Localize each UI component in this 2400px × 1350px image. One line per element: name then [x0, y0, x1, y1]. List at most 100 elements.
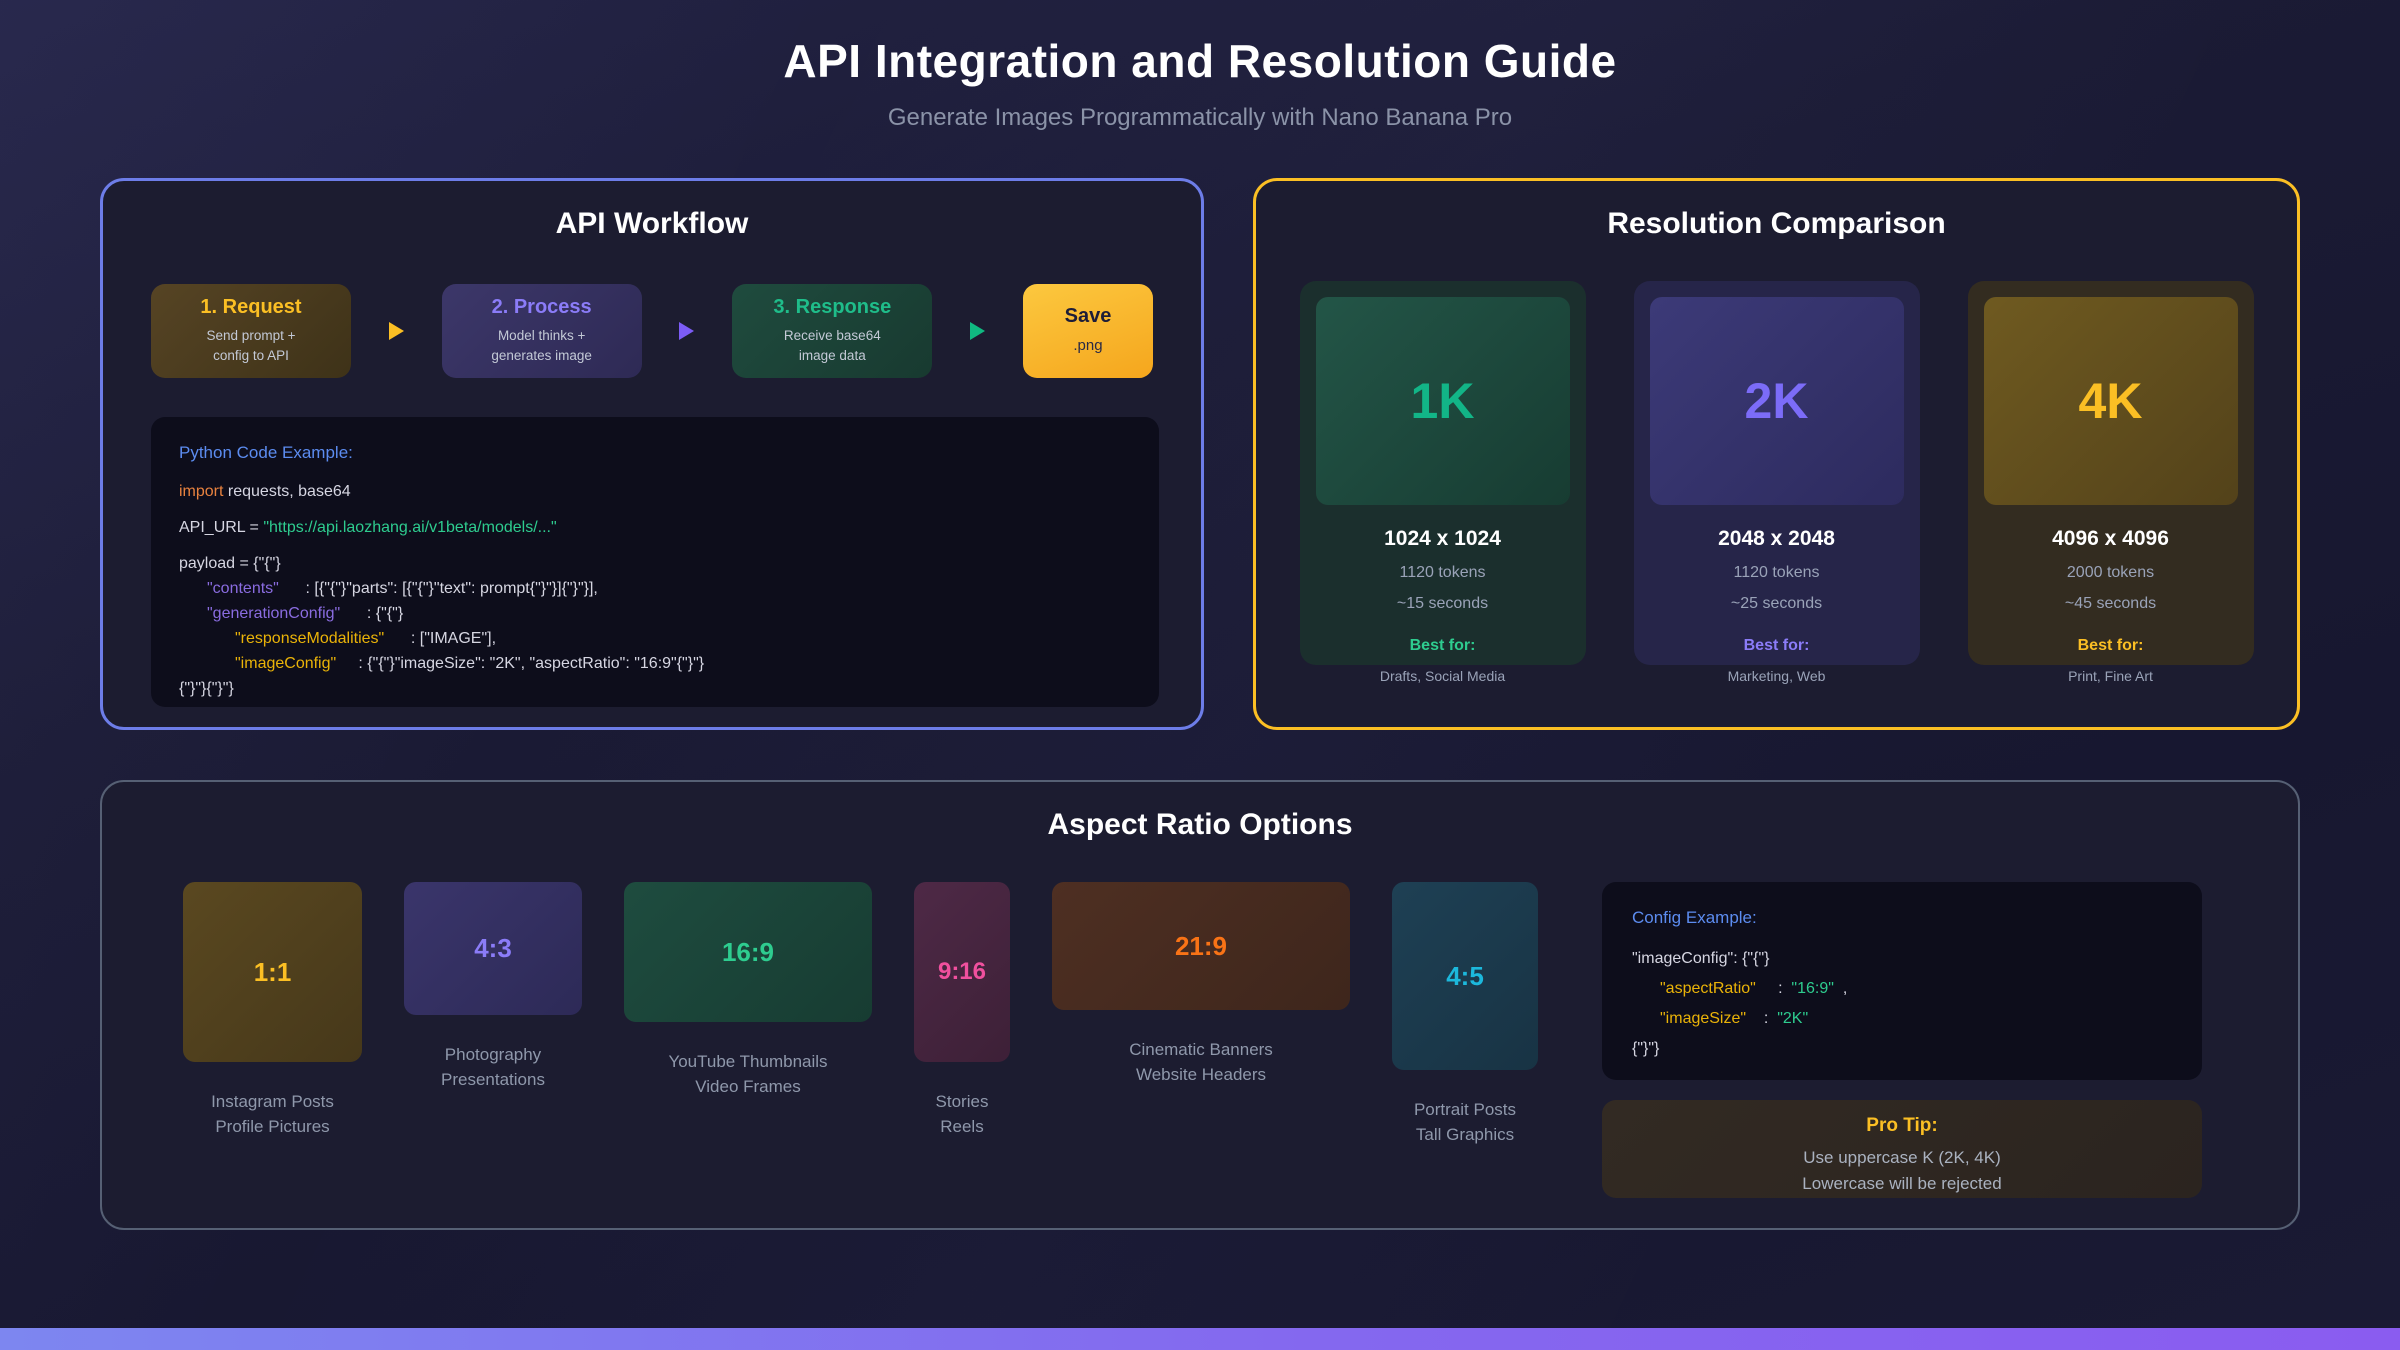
code-line: "generationConfig" : {"{"}: [179, 601, 1131, 626]
code-segment: "imageConfig": {"{"}: [1632, 950, 1770, 967]
resolution-size: 1024 x 1024: [1384, 527, 1501, 550]
resolution-label: 2K: [1744, 373, 1809, 429]
resolution-best-uses: Print, Fine Art: [2068, 668, 2153, 684]
config-example-block: Config Example: "imageConfig": {"{"}"asp…: [1602, 882, 2202, 1080]
code-segment: "responseModalities": [235, 630, 385, 647]
code-segment: :: [1755, 980, 1792, 997]
resolution-best-uses: Drafts, Social Media: [1379, 668, 1506, 684]
flow-arrow-icon: [679, 322, 695, 340]
flow-arrow-icon: [388, 322, 404, 340]
page-subtitle: Generate Images Programmatically with Na…: [887, 104, 1513, 131]
code-segment: {"}"}{"}"}: [179, 680, 234, 697]
aspect-use-line: Website Headers: [1135, 1064, 1267, 1084]
resolution-size: 2048 x 2048: [1718, 527, 1835, 550]
aspect-use-line: Portrait Posts: [1413, 1100, 1517, 1119]
resolution-tokens: 1120 tokens: [1399, 564, 1486, 581]
code-segment: "imageSize": [1660, 1010, 1747, 1027]
workflow-title: API Workflow: [555, 207, 749, 240]
step-desc-line: Model thinks +: [497, 328, 586, 344]
resolution-label: 4K: [2078, 373, 2143, 429]
code-line: "responseModalities" : ["IMAGE"],: [179, 626, 1131, 651]
step-desc: Model thinks + generates image: [491, 326, 592, 365]
flow-arrow-icon: [970, 322, 986, 340]
code-segment: payload = {"{"}: [179, 555, 281, 572]
step-title: 1. Request: [200, 296, 302, 319]
aspect-card-16x9: 16:9: [624, 882, 872, 1022]
page-title: API Integration and Resolution Guide: [783, 35, 1617, 87]
python-code-block: Python Code Example: import requests, ba…: [151, 417, 1159, 707]
code-segment: "aspectRatio": [1660, 980, 1756, 997]
aspect-use-line: Cinematic Banners: [1129, 1040, 1273, 1059]
aspect-ratio-label: 4:5: [1446, 960, 1484, 991]
code-segment: : [{"{"}"parts": [{"{"}"text": prompt{"}…: [278, 580, 598, 597]
resolution-best-label: Best for:: [2077, 637, 2144, 654]
aspect-use-line: Presentations: [441, 1069, 545, 1089]
code-line: "imageSize" : "2K": [1632, 1004, 2172, 1034]
aspect-use-line: Instagram Posts: [211, 1092, 334, 1111]
resolution-preview: 2K: [1649, 297, 1904, 505]
resolution-tokens: 2000 tokens: [2066, 564, 2155, 581]
code-segment: : ["IMAGE"],: [384, 630, 497, 647]
config-lines: "imageConfig": {"{"}"aspectRatio" : "16:…: [1632, 944, 2172, 1064]
pro-tip-line: Lowercase will be rejected: [1802, 1173, 2002, 1193]
aspect-use-line: YouTube Thumbnails: [668, 1052, 828, 1071]
code-segment: "contents": [207, 580, 279, 597]
resolution-time: ~15 seconds: [1396, 595, 1489, 612]
code-line: payload = {"{"}: [179, 551, 1131, 576]
aspect-ratio-label: 1:1: [253, 956, 292, 987]
code-line: {"}"}: [1632, 1034, 2172, 1064]
pro-tip-box: Pro Tip: Use uppercase K (2K, 4K) Lowerc…: [1602, 1100, 2202, 1198]
step-desc: Send prompt +config to API: [207, 326, 296, 365]
step-title: 2. Process: [491, 296, 592, 319]
resolution-best-label: Best for:: [1409, 637, 1476, 654]
aspect-use-line: Tall Graphics: [1415, 1124, 1515, 1144]
resolution-title: Resolution Comparison: [1607, 207, 1946, 240]
code-label: Python Code Example:: [179, 443, 353, 462]
aspect-ratio-label: 21:9: [1174, 930, 1228, 961]
step-desc-line: Receive base64: [783, 328, 881, 344]
aspect-ratio-label: 16:9: [721, 936, 775, 967]
resolution-label: 1K: [1410, 373, 1475, 429]
step-title: Save: [1064, 305, 1112, 328]
code-line: "contents" : [{"{"}"parts": [{"{"}"text"…: [179, 576, 1131, 601]
code-segment: requests, base64: [223, 483, 351, 500]
aspect-card-21x9: 21:9: [1052, 882, 1350, 1010]
aspect-ratio-label: 4:3: [474, 933, 512, 963]
workflow-step-4: Save.png: [1022, 284, 1153, 378]
aspect-card-9x16: 9:16: [914, 882, 1010, 1062]
code-line: import requests, base64: [179, 479, 1131, 504]
code-segment: "2K": [1777, 1010, 1809, 1027]
code-line: "imageConfig": {"{"}: [1632, 944, 2172, 974]
resolution-size: 4096 x 4096: [2052, 527, 2169, 550]
step-desc-line: image data: [798, 348, 866, 363]
step-desc-line: config to API: [213, 348, 289, 363]
step-desc-line: generates image: [491, 348, 592, 363]
aspect-title: Aspect Ratio Options: [1047, 808, 1353, 841]
aspect-use-line: Reels: [940, 1116, 984, 1136]
pro-tip-title: Pro Tip:: [1866, 1115, 1938, 1136]
step-title: 3. Response: [773, 296, 892, 319]
aspect-card-4x5: 4:5: [1392, 882, 1538, 1070]
aspect-card-4x3: 4:3: [404, 882, 582, 1015]
